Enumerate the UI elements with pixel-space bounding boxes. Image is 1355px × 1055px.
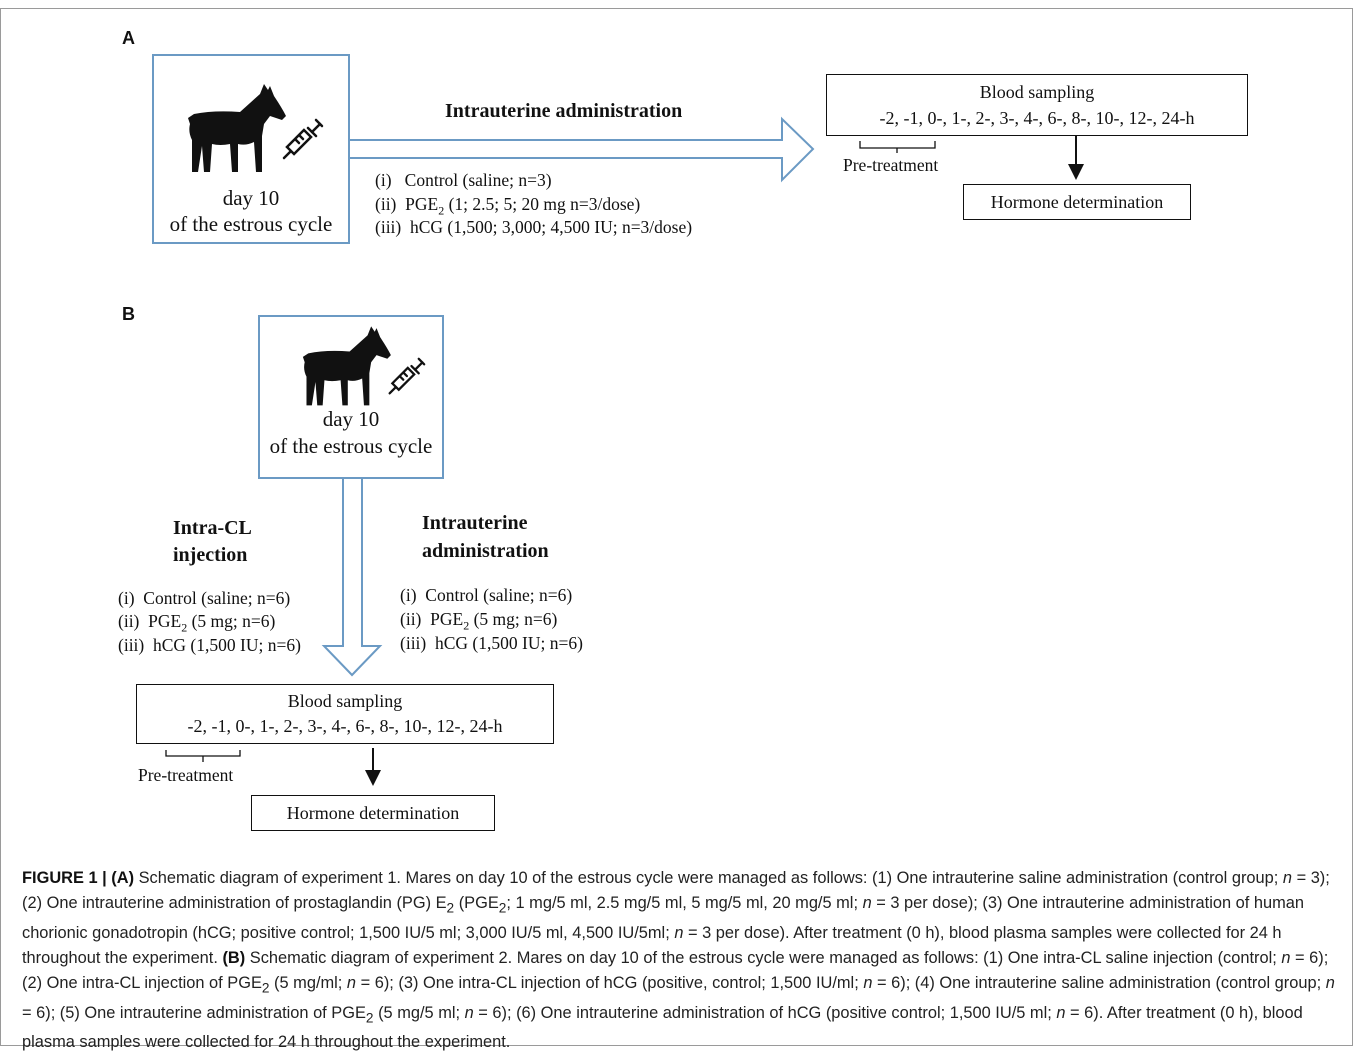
panel-a-sampling-box: Blood sampling -2, -1, 0-, 1-, 2-, 3-, 4… [826, 74, 1248, 136]
panel-b-left-item-3: (iii) hCG (1,500 IU; n=6) [118, 635, 301, 656]
caption-sub: 2 [446, 900, 455, 916]
panel-b-sampling-times: -2, -1, 0-, 1-, 2-, 3-, 4-, 6-, 8-, 10-,… [187, 716, 503, 736]
caption-n: n [674, 923, 684, 942]
item-text-post: (5 mg; n=6) [187, 611, 276, 631]
caption-text: = 6); (4) One intrauterine saline admini… [872, 974, 1326, 993]
panel-a-pretreatment: Pre-treatment [843, 155, 939, 175]
caption-text: (5 mg/5 ml; [373, 1003, 465, 1022]
caption-a-label: (A) [111, 869, 135, 887]
syringe-icon [388, 357, 426, 395]
subscript: 2 [438, 203, 445, 218]
item-text: PGE [148, 611, 182, 631]
panel-b-left-heading-2: injection [173, 544, 248, 566]
caption-text: = 3 per dose); (3) One intrauterine admi… [22, 894, 1304, 942]
panel-a-hormone-text: Hormone determination [990, 192, 1164, 212]
panel-a-day-line1: day 10 [222, 186, 280, 210]
caption-text: = 6); (6) One intrauterine administratio… [473, 1003, 1057, 1022]
panel-b-hollow-arrow [321, 476, 383, 677]
panel-b-right-item-3: (iii) hCG (1,500 IU; n=6) [400, 633, 583, 654]
caption-n: n [1056, 1003, 1066, 1022]
figure-frame [0, 8, 1353, 1046]
panel-a-hormone-box: Hormone determination [963, 184, 1191, 220]
caption-n: n [862, 894, 872, 913]
panel-a-heading: Intrauterine administration [445, 100, 683, 122]
item-text-post: (5 mg; n=6) [469, 609, 558, 629]
item-number: (iii) [400, 633, 427, 653]
panel-b-sampling-box: Blood sampling -2, -1, 0-, 1-, 2-, 3-, 4… [136, 684, 554, 744]
caption-text: = 6); (3) One intra-CL injection of hCG … [356, 974, 864, 993]
caption-n: n [1282, 869, 1293, 887]
panel-b-pretreatment: Pre-treatment [138, 765, 234, 785]
item-text: Control (saline; n=3) [404, 170, 552, 190]
subscript: 2 [463, 618, 470, 633]
item-text-post: (1; 2.5; 5; 20 mg n=3/dose) [444, 194, 641, 214]
panel-b-right-item-1: (i) Control (saline; n=6) [400, 585, 572, 606]
item-number: (ii) [400, 609, 422, 629]
panel-b-letter: B [122, 304, 135, 324]
item-text: PGE [430, 609, 464, 629]
item-text: hCG (1,500 IU; n=6) [153, 635, 301, 655]
caption-sub: 2 [498, 900, 507, 916]
caption-text: = 3); (2) One intrauterine administratio… [22, 869, 1330, 913]
item-number: (iii) [375, 217, 402, 237]
item-number: (i) [118, 588, 135, 608]
panel-a-letter: A [122, 28, 135, 48]
panel-a-hollow-arrow [347, 116, 815, 183]
panel-b-left-heading-1: Intra-CL [173, 517, 252, 539]
item-text: hCG (1,500 IU; n=6) [435, 633, 583, 653]
caption-text: Schematic diagram of experiment 1. Mares… [134, 869, 1283, 887]
item-number: (i) [375, 170, 392, 190]
caption-text: (5 mg/ml; [269, 974, 347, 993]
item-text: Control (saline; n=6) [143, 588, 291, 608]
caption-b-label: (B) [222, 948, 246, 967]
horse-icon [188, 84, 286, 172]
caption-text: = 6); (5) One intrauterine administratio… [22, 1003, 366, 1022]
panel-a-sampling-title: Blood sampling [979, 82, 1095, 102]
panel-b-right-heading-1: Intrauterine [422, 512, 528, 534]
caption-n: n [464, 1003, 474, 1022]
panel-b-subject-box: day 10 of the estrous cycle [258, 315, 444, 479]
item-number: (iii) [118, 635, 145, 655]
caption-n: n [863, 974, 873, 993]
panel-b-right-heading-2: administration [422, 540, 549, 562]
caption-sub: 2 [365, 1009, 374, 1025]
panel-a-connectors [859, 136, 1084, 180]
caption-text: = 6); (2) One intra-CL injection of PGE [22, 948, 1329, 993]
panel-b-day-line2: of the estrous cycle [269, 434, 433, 458]
caption-n: n [1325, 974, 1335, 993]
panel-b-hormone-box: Hormone determination [251, 795, 495, 831]
caption-text: Schematic diagram of experiment 2. Mares… [245, 948, 1282, 967]
item-text: Control (saline; n=6) [425, 585, 573, 605]
item-number: (ii) [375, 194, 397, 214]
panel-b-hormone-text: Hormone determination [286, 803, 460, 823]
caption-n: n [346, 974, 357, 993]
item-number: (ii) [118, 611, 140, 631]
panel-b-sampling-title: Blood sampling [287, 691, 403, 711]
panel-a-subject-box: day 10 of the estrous cycle [152, 54, 350, 244]
panel-b-connectors [165, 748, 381, 786]
caption-text: ; 1 mg/5 ml, 2.5 mg/5 ml, 5 mg/5 ml, 20 … [506, 894, 863, 913]
panel-b-left-item-1: (i) Control (saline; n=6) [118, 588, 290, 609]
panel-a-day-line2: of the estrous cycle [169, 212, 333, 236]
horse-icon [302, 326, 391, 406]
syringe-icon [282, 118, 324, 160]
panel-b-day-line1: day 10 [322, 407, 380, 431]
caption-text: (PGE [454, 894, 499, 913]
figure-caption: FIGURE 1 | (A) Schematic diagram of expe… [22, 866, 1342, 1055]
panel-a-item-2: (ii) PGE2 (1; 2.5; 5; 20 mg n=3/dose) [375, 194, 640, 219]
subscript: 2 [181, 620, 188, 635]
caption-text: = 3 per dose). After treatment (0 h), bl… [22, 923, 1282, 967]
panel-b-right-item-2: (ii) PGE2 (5 mg; n=6) [400, 609, 557, 634]
panel-a-sampling-times: -2, -1, 0-, 1-, 2-, 3-, 4-, 6-, 8-, 10-,… [879, 108, 1195, 128]
caption-n: n [1281, 948, 1291, 967]
panel-a-item-1: (i) Control (saline; n=3) [375, 170, 552, 191]
panel-a-item-3: (iii) hCG (1,500; 3,000; 4,500 IU; n=3/d… [375, 217, 692, 238]
item-number: (i) [400, 585, 417, 605]
item-text: PGE [405, 194, 439, 214]
item-text: hCG (1,500; 3,000; 4,500 IU; n=3/dose) [410, 217, 693, 237]
caption-sub: 2 [261, 980, 270, 996]
caption-label: FIGURE 1 | [22, 869, 112, 887]
panel-b-left-item-2: (ii) PGE2 (5 mg; n=6) [118, 611, 275, 636]
